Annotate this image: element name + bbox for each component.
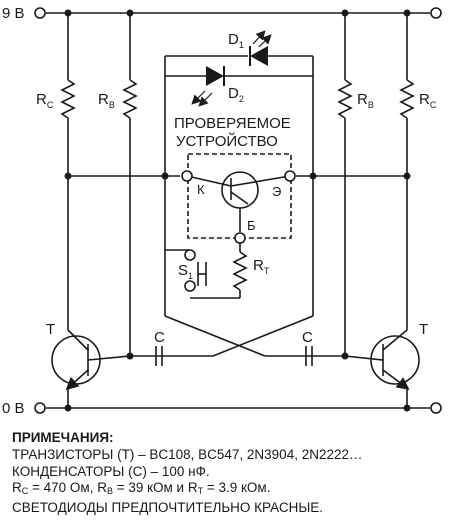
- svg-text:S1: S1: [178, 262, 193, 281]
- terminal-9v-left: [34, 7, 46, 19]
- terminal-0v-left: [34, 402, 46, 414]
- dut-title-2: УСТРОЙСТВО: [176, 132, 278, 150]
- resistor-rc-right: [399, 79, 415, 119]
- svg-text:Б: Б: [247, 218, 256, 233]
- resistor-rb-left: [122, 79, 138, 119]
- resistor-rt: [232, 251, 248, 291]
- terminal-0v-right: [430, 402, 442, 414]
- switch-pin-bottom: [184, 280, 196, 292]
- svg-text:RC: RC: [419, 91, 437, 110]
- dut-transistor: [221, 171, 259, 209]
- svg-text:T: T: [46, 321, 55, 338]
- led-d2: [206, 66, 224, 86]
- transistor-right: [370, 335, 420, 385]
- switch-pin-top: [184, 249, 196, 261]
- resistor-rc-left: [60, 79, 76, 119]
- svg-text:RB: RB: [98, 91, 115, 110]
- terminal-9v-right: [430, 7, 442, 19]
- svg-text:T: T: [419, 321, 428, 338]
- notes-line-2: КОНДЕНСАТОРЫ (С) – 100 нФ.: [12, 463, 210, 479]
- svg-text:RC: RC: [36, 91, 54, 110]
- svg-text:Э: Э: [272, 184, 281, 199]
- label-0v: 0 В: [2, 400, 25, 417]
- label-9v: 9 В: [2, 5, 25, 22]
- notes-block: ПРИМЕЧАНИЯ: ТРАНЗИСТОРЫ (Т) – BC108, BC5…: [12, 430, 444, 517]
- dut-pin-b: [234, 232, 246, 244]
- notes-line-1: ТРАНЗИСТОРЫ (Т) – BC108, BC547, 2N3904, …: [12, 446, 363, 462]
- notes-line-4: СВЕТОДИОДЫ ПРЕДПОЧТИТЕЛЬНО КРАСНЫЕ.: [12, 500, 324, 516]
- svg-text:C: C: [302, 329, 313, 346]
- resistor-rb-right: [337, 79, 353, 119]
- notes-heading: ПРИМЕЧАНИЯ:: [12, 430, 114, 445]
- notes-line-3: RC = 470 Ом, RB = 39 кОм и RT = 3.9 кОм.: [12, 480, 271, 497]
- led-d1: [250, 46, 268, 66]
- dut-pin-k: [181, 170, 193, 182]
- svg-text:RT: RT: [253, 257, 270, 276]
- dut-box: [187, 153, 292, 239]
- svg-text:К: К: [197, 182, 205, 197]
- svg-text:D1: D1: [228, 31, 244, 50]
- svg-text:C: C: [154, 329, 165, 346]
- circuit-schematic: 9 В 0 В RC RB RB RC D1 D2 ПРОВЕРЯЕМОЕ УС…: [2, 5, 442, 417]
- svg-text:RB: RB: [357, 91, 374, 110]
- dut-pin-e: [284, 170, 296, 182]
- svg-text:D2: D2: [228, 85, 244, 104]
- dut-title-1: ПРОВЕРЯЕМОЕ: [174, 115, 291, 132]
